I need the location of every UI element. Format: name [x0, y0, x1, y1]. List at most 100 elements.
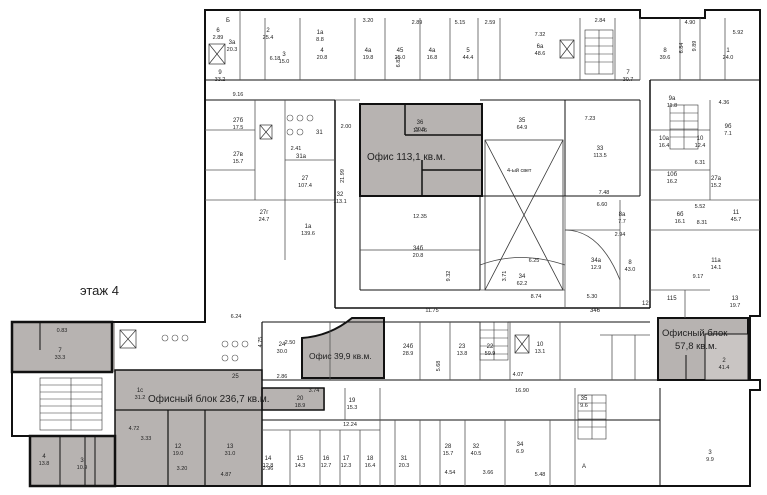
room-area: 12.7: [321, 463, 332, 469]
room-area: 8.8: [316, 37, 324, 43]
dimension-labels: 12.4612.3511.756.249.167.327.237.486.605…: [57, 18, 744, 478]
room-area: 107.4: [298, 183, 312, 189]
room-number: 10: [697, 136, 704, 142]
room-number: 16: [323, 456, 330, 462]
room-area: 139.6: [301, 231, 315, 237]
room-area: 16.4: [659, 143, 670, 149]
dimension-label: 2.84: [595, 18, 606, 24]
room-area: 33.3: [55, 355, 66, 361]
room-area: 14.3: [295, 463, 306, 469]
room-115-label: 115: [667, 296, 677, 302]
dimension-label: 9.89: [692, 41, 698, 52]
building-outline: [11, 9, 761, 487]
room-number: 19: [349, 398, 356, 404]
room-number: 3: [708, 450, 712, 456]
dimension-label: 7.32: [535, 32, 546, 38]
office-highlight-57[interactable]: [657, 317, 749, 381]
room-area: 24.0: [723, 55, 734, 61]
room-area: 113.5: [593, 153, 606, 159]
dimension-label: 2.50: [285, 340, 296, 346]
room-a-label: A: [582, 464, 586, 470]
room-area: 41.4: [719, 365, 730, 371]
room-number: 27a: [711, 176, 722, 182]
room-number: 1: [726, 48, 730, 54]
room-number: 27в: [233, 152, 243, 158]
room-number: 9: [218, 70, 222, 76]
dimension-label: 2.94: [615, 232, 626, 238]
room-number: 9б: [725, 124, 732, 130]
room-labels: 62.893a20.3225.41a8.8315.0420.84a19.8452…: [39, 28, 742, 471]
office-highlight-236[interactable]: [10, 320, 325, 488]
room-number: 7: [626, 70, 630, 76]
dimension-label: 16.90: [515, 388, 529, 394]
room-number: 9a: [669, 96, 676, 102]
dimension-label: 5.68: [436, 361, 442, 372]
room-area: 14.1: [711, 265, 722, 271]
room-area: 2.89: [213, 35, 224, 41]
office-highlight-39[interactable]: [301, 317, 385, 379]
room-area: 16.1: [675, 219, 686, 225]
room-number: 17: [343, 456, 350, 462]
room-area: 48.6: [535, 51, 546, 57]
room-number: 4a: [365, 48, 372, 54]
dimension-label: 21.99: [340, 169, 346, 183]
room-area: 25.0: [395, 55, 406, 61]
dimension-label: 6.25: [529, 258, 540, 264]
office-highlight-113[interactable]: [359, 103, 483, 197]
room-number: 28: [445, 444, 452, 450]
room-number: 22: [487, 344, 494, 350]
room-number: 20: [297, 396, 304, 402]
dimension-label: 3.74: [309, 388, 320, 394]
room-area: 13.8: [457, 351, 468, 357]
room-area: 19.7: [730, 303, 741, 309]
room-area: 33.2: [215, 77, 226, 83]
room-area: 45.7: [731, 217, 742, 223]
dimension-label: 6.31: [695, 160, 706, 166]
room-346-label: 346: [590, 308, 601, 314]
dimension-label: 6.84: [679, 43, 685, 54]
room-number: 8a: [619, 212, 626, 218]
room-area: 30.0: [277, 349, 288, 355]
room-area: 19.8: [363, 55, 374, 61]
dimension-label: 4.75: [258, 337, 264, 348]
room-area: 16.4: [365, 463, 376, 469]
dimension-label: 2.59: [485, 20, 496, 26]
room-area: 25.4: [263, 35, 274, 41]
dimension-label: 3.33: [141, 436, 152, 442]
dimension-label: 7.23: [585, 116, 596, 122]
dimension-label: 12.46: [413, 128, 427, 134]
room-number: 34: [519, 274, 526, 280]
room-area: 20.3: [399, 463, 410, 469]
room-area: 28.9: [403, 351, 414, 357]
office-label-39: Офис 39,9 кв.м.: [309, 351, 372, 361]
dimension-label: 4.87: [221, 472, 232, 478]
dimension-label: 3.20: [363, 18, 374, 24]
room-number: 34б: [413, 246, 424, 252]
room-31-label: 31: [316, 130, 323, 136]
room-area: 17.5: [233, 125, 244, 131]
room-number: 24: [279, 342, 286, 348]
room-area: 16.2: [667, 179, 678, 185]
room-number: 6a: [537, 44, 544, 50]
room-area: 12.4: [695, 143, 706, 149]
room-number: 11: [733, 210, 740, 216]
room-area: 20.8: [413, 253, 424, 259]
dimension-label: 5.92: [733, 30, 744, 36]
dimension-label: 6.24: [231, 314, 242, 320]
dimension-label: 6.18: [270, 56, 281, 62]
room-number: 27: [302, 176, 309, 182]
room-number: 15: [297, 456, 304, 462]
room-number: 24б: [403, 344, 414, 350]
room-number: 10a: [659, 136, 670, 142]
room-number: 4a: [429, 48, 436, 54]
room-area: 19.0: [173, 451, 184, 457]
room-area: 20.3: [227, 47, 238, 53]
room-area: 39.6: [660, 55, 671, 61]
dimension-label: 7.48: [599, 190, 610, 196]
room-area: 30.5: [415, 127, 426, 133]
dimension-label: 8.31: [697, 220, 708, 226]
room-area: 43.0: [625, 267, 636, 273]
floor-label: этаж 4: [80, 283, 119, 298]
elevators: [119, 39, 575, 354]
